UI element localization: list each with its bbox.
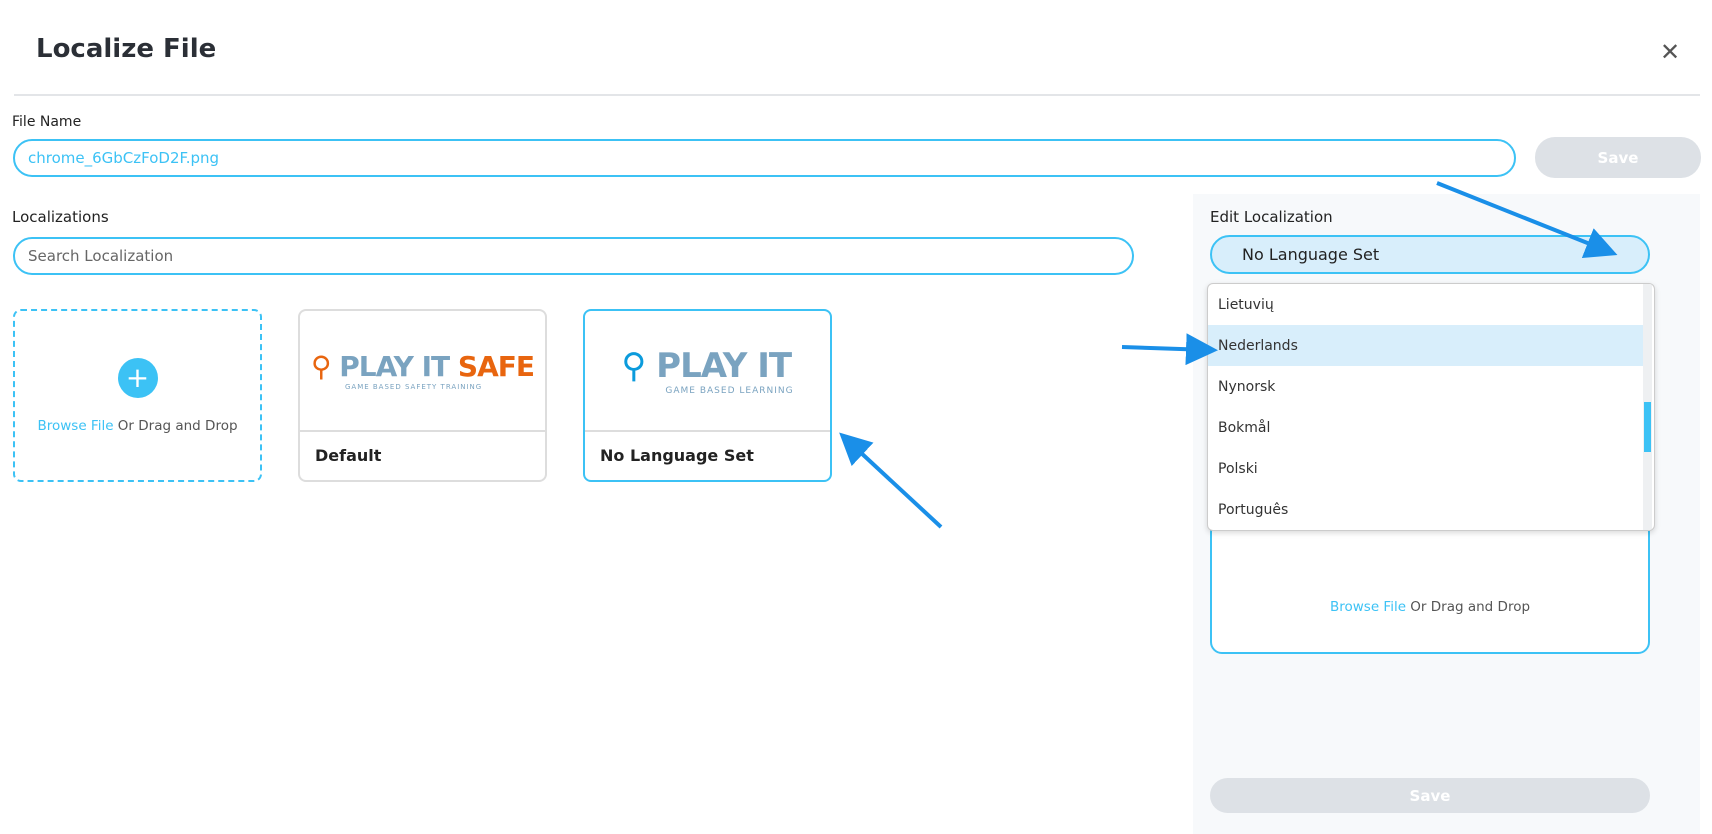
- language-select[interactable]: No Language Set ^: [1210, 235, 1650, 274]
- chevron-up-icon: ^: [1600, 245, 1612, 261]
- card-caption: Default: [315, 446, 382, 465]
- file-name-input[interactable]: chrome_6GbCzFoD2F.png: [13, 139, 1516, 177]
- browse-file-link[interactable]: Browse File: [37, 417, 114, 434]
- close-icon[interactable]: ✕: [1660, 38, 1681, 66]
- logo-subtitle: GAME BASED LEARNING: [665, 385, 794, 396]
- option-nynorsk[interactable]: Nynorsk: [1218, 378, 1276, 395]
- option-portugues[interactable]: Português: [1218, 501, 1289, 518]
- card-caption: No Language Set: [600, 446, 754, 465]
- browse-file-link[interactable]: Browse File: [1329, 599, 1407, 615]
- language-dropdown: Lietuvių Nederlands Nynorsk Bokmål Polsk…: [1207, 283, 1655, 531]
- file-name-label: File Name: [12, 114, 82, 130]
- drag-drop-text: Or Drag and Drop: [113, 417, 238, 434]
- logo-image: ⚲ PLAY IT SAFE GAME BASED SAFETY TRAININ…: [300, 311, 545, 432]
- search-localization-input[interactable]: Search Localization: [13, 237, 1134, 275]
- scrollbar-thumb[interactable]: [1644, 402, 1651, 452]
- save-file-button[interactable]: Save: [1535, 137, 1701, 178]
- logo-image: ⚲ PLAY IT GAME BASED LEARNING: [585, 311, 830, 432]
- option-nederlands[interactable]: Nederlands: [1208, 325, 1644, 366]
- drag-drop-text: Or Drag and Drop: [1406, 599, 1531, 615]
- option-bokmal[interactable]: Bokmål: [1218, 419, 1271, 436]
- option-lietuviu[interactable]: Lietuvių: [1218, 296, 1274, 313]
- logo-accent: SAFE: [457, 350, 535, 383]
- browse-drop-zone[interactable]: + Browse File Or Drag and Drop: [13, 309, 262, 482]
- dialog-title: Localize File: [36, 34, 217, 64]
- edit-localization-label: Edit Localization: [1210, 208, 1333, 226]
- save-localization-button[interactable]: Save: [1210, 778, 1650, 813]
- logo-main: PLAY IT: [656, 345, 792, 386]
- localization-card-default[interactable]: ⚲ PLAY IT SAFE GAME BASED SAFETY TRAININ…: [298, 309, 547, 482]
- logo-subtitle: GAME BASED SAFETY TRAINING: [344, 383, 483, 391]
- localizations-label: Localizations: [12, 208, 109, 226]
- logo-main: PLAY IT: [339, 350, 458, 383]
- plus-icon[interactable]: +: [117, 357, 158, 398]
- selected-language: No Language Set: [1242, 245, 1380, 264]
- arrow-to-card: [839, 432, 943, 529]
- localization-card-no-language[interactable]: ⚲ PLAY IT GAME BASED LEARNING No Languag…: [583, 309, 832, 482]
- edit-drop-zone[interactable]: Browse File Or Drag and Drop: [1210, 520, 1650, 654]
- divider: [14, 94, 1700, 96]
- option-polski[interactable]: Polski: [1218, 460, 1258, 477]
